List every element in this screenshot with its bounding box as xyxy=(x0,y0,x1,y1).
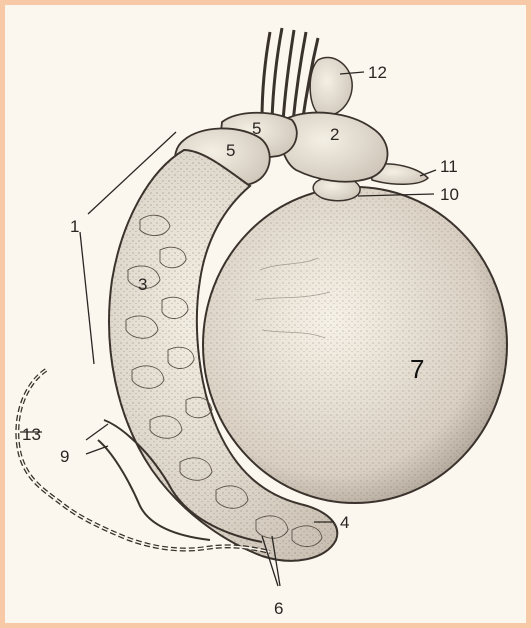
label-2: 2 xyxy=(330,125,339,144)
ganglion-mass xyxy=(310,57,352,116)
label-12: 12 xyxy=(368,63,387,82)
label-6: 6 xyxy=(274,599,283,618)
upper-lobe-2 xyxy=(281,113,388,182)
vessel-bundle xyxy=(262,28,318,124)
label-5-lower: 5 xyxy=(226,141,235,160)
label-13: 13 xyxy=(22,425,41,444)
label-9: 9 xyxy=(60,447,69,466)
label-5-upper: 5 xyxy=(252,119,261,138)
label-7: 7 xyxy=(410,354,424,384)
label-10: 10 xyxy=(440,185,459,204)
label-3: 3 xyxy=(138,275,147,294)
label-1: 1 xyxy=(70,217,79,236)
label-11: 11 xyxy=(440,157,458,176)
label-4: 4 xyxy=(340,513,349,532)
